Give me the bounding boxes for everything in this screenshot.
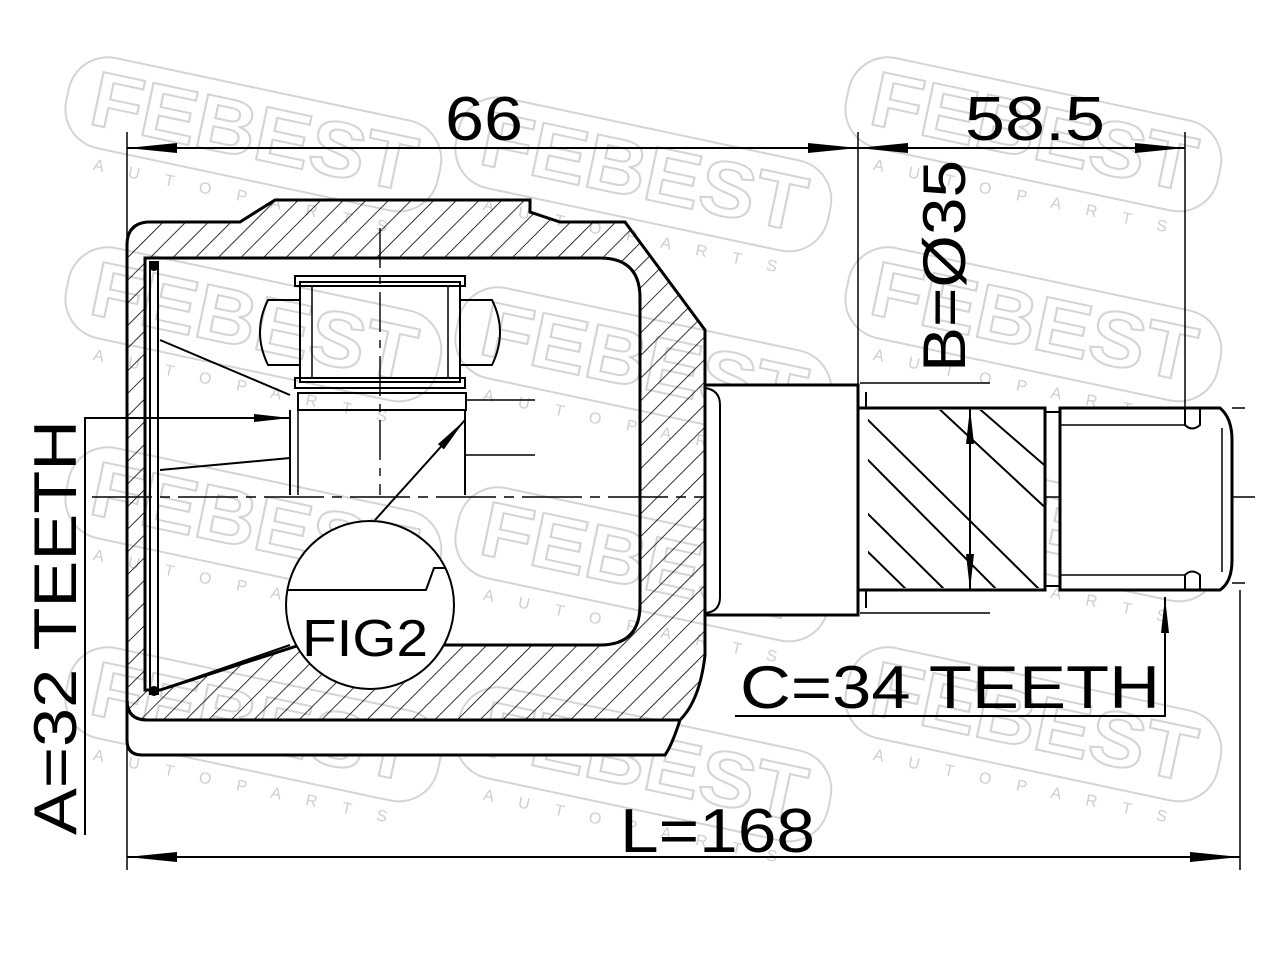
trunnion-bearing-strip [297, 392, 467, 411]
spline-band-3 [868, 512, 945, 588]
watermark-frame [844, 56, 1223, 213]
shaft-neck [703, 383, 860, 617]
spline-section [856, 406, 1047, 592]
watermark-brand: FEBEST [83, 54, 424, 209]
fig2-detail-circle-bg [286, 521, 454, 689]
dim-label-a-teeth: A=32 TEETH [22, 420, 89, 835]
housing-lower-flange [125, 699, 683, 757]
retainer-dot-top [149, 261, 159, 271]
dim-label-66: 66 [445, 85, 523, 154]
spline-band-2 [868, 418, 1040, 588]
roller-top-flange [294, 275, 466, 287]
watermark-frame [64, 56, 443, 213]
inner-line-middle [159, 457, 291, 471]
watermark-frame [844, 646, 1223, 803]
spline-teeth [868, 410, 1045, 588]
shaft-end-notch-top [1184, 408, 1201, 430]
fig2-leader [374, 419, 466, 521]
roller-right-end [459, 299, 501, 366]
spline-band-1 [938, 410, 1045, 509]
leader-c-teeth [735, 597, 1169, 717]
fig2-leader-lower [159, 644, 291, 691]
shaft-neck-fillet [704, 387, 721, 614]
dim-label-length: L=168 [620, 797, 815, 866]
leader-a-teeth [84, 414, 290, 835]
retainer-dot-bottom [149, 686, 159, 696]
dim-label-58-5: 58.5 [965, 85, 1105, 154]
fig2-hatched-profile [286, 521, 454, 591]
roller-bottom-flange [294, 377, 466, 389]
fig2-detail-section [286, 521, 454, 591]
watermark-frame [454, 96, 833, 253]
roller-left-end [259, 299, 301, 366]
fig2-detail-circle [285, 520, 455, 690]
dim-label-c-teeth: C=34 TEETH [740, 654, 1160, 721]
shaft-end-notch-bottom [1184, 570, 1201, 590]
dim-label-diameter: B=Ø35 [911, 160, 978, 372]
roller-body [299, 281, 461, 383]
watermark-frame [64, 246, 443, 403]
watermark-frame [844, 246, 1223, 403]
shaft-end [1058, 406, 1234, 592]
inner-line-upper [159, 339, 291, 396]
fig2-label: FIG2 [302, 610, 428, 668]
